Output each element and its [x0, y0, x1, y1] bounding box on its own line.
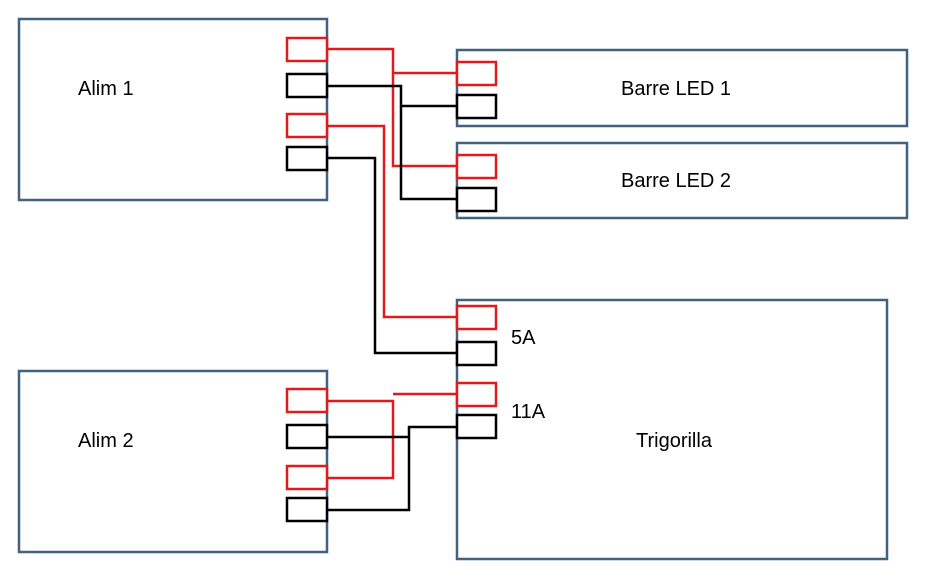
alim1-label: Alim 1 — [78, 78, 134, 100]
wire-alim1-neg1-to-barre2-neg — [399, 106, 457, 201]
alim2-block — [17, 369, 329, 554]
alim2-terminal-pos-2 — [285, 464, 329, 491]
barre-led2-label: Barre LED 2 — [621, 170, 731, 192]
alim1-terminal-neg-2 — [285, 145, 329, 172]
trigorilla-11a-terminal-neg — [455, 413, 498, 440]
trigorilla-block — [455, 298, 889, 561]
alim2-terminal-neg-1 — [285, 423, 329, 450]
trigorilla-label: Trigorilla — [636, 430, 713, 452]
wire-alim2-pos-bridge — [327, 399, 395, 480]
alim2-terminal-pos-1 — [285, 387, 329, 414]
wire-alim1-pos2-to-trigorilla-5a-pos — [327, 124, 457, 319]
barre2-terminal-pos — [455, 153, 498, 180]
barre1-terminal-neg — [455, 93, 498, 120]
wire-alim1-neg1-to-barre1-neg — [327, 84, 457, 108]
barre1-terminal-pos — [455, 60, 498, 87]
wire-alim1-neg2-to-trigorilla-5a-neg — [327, 156, 457, 355]
alim1-terminal-pos-1 — [285, 36, 329, 63]
trigorilla-5a-terminal-pos — [455, 304, 498, 331]
barre2-terminal-neg — [455, 186, 498, 213]
terminal-5a-label: 5A — [511, 327, 536, 349]
barre-led2-block — [455, 141, 909, 220]
trigorilla-11a-terminal-pos — [455, 381, 498, 408]
barre-led1-label: Barre LED 1 — [621, 78, 731, 100]
alim1-block — [17, 17, 329, 202]
wire-alim2-neg2-to-trigorilla-11a-neg — [327, 425, 457, 512]
alim2-label: Alim 2 — [78, 430, 134, 452]
trigorilla-5a-terminal-neg — [455, 340, 498, 367]
barre-led1-block — [455, 48, 909, 128]
wire-alim1-pos1-to-barre1-pos — [327, 47, 457, 75]
alim1-terminal-pos-2 — [285, 112, 329, 139]
alim1-terminal-neg-1 — [285, 72, 329, 99]
terminal-11a-label: 11A — [511, 401, 546, 423]
wire-alim1-pos1-to-barre2-pos — [391, 73, 457, 168]
alim2-terminal-neg-2 — [285, 496, 329, 523]
